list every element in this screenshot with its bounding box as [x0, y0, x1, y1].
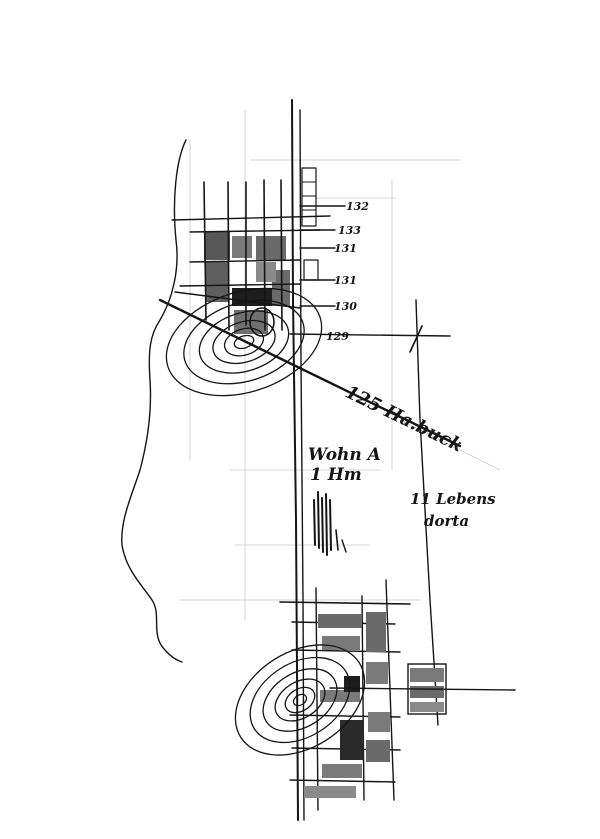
- note-a-line-1: Wohn A: [308, 445, 381, 465]
- level-label-129: 129: [326, 330, 349, 343]
- upper-contour-rings: [165, 287, 323, 397]
- note-b-line-1: 11 Lebens: [410, 490, 496, 508]
- small-ring: [249, 307, 275, 337]
- level-label-130: 130: [334, 300, 357, 313]
- level-label-131-b: 131: [334, 274, 357, 287]
- right-axis: [415, 299, 439, 726]
- level-label-132: 132: [346, 200, 369, 213]
- road-line: [158, 298, 462, 448]
- level-lines: [289, 205, 451, 337]
- level-label-133: 133: [338, 224, 361, 237]
- site-boundary-curve: [121, 139, 187, 663]
- scribble-marks: [313, 491, 347, 556]
- note-a-line-2: 1 Hm: [310, 465, 362, 485]
- note-b-line-2: dorta: [424, 512, 469, 530]
- upper-building-cluster: [171, 167, 331, 334]
- lower-contour-rings: [234, 644, 366, 756]
- lower-building-cluster: [279, 579, 516, 811]
- right-axis-tick: [409, 325, 423, 353]
- level-label-131-a: 131: [334, 242, 357, 255]
